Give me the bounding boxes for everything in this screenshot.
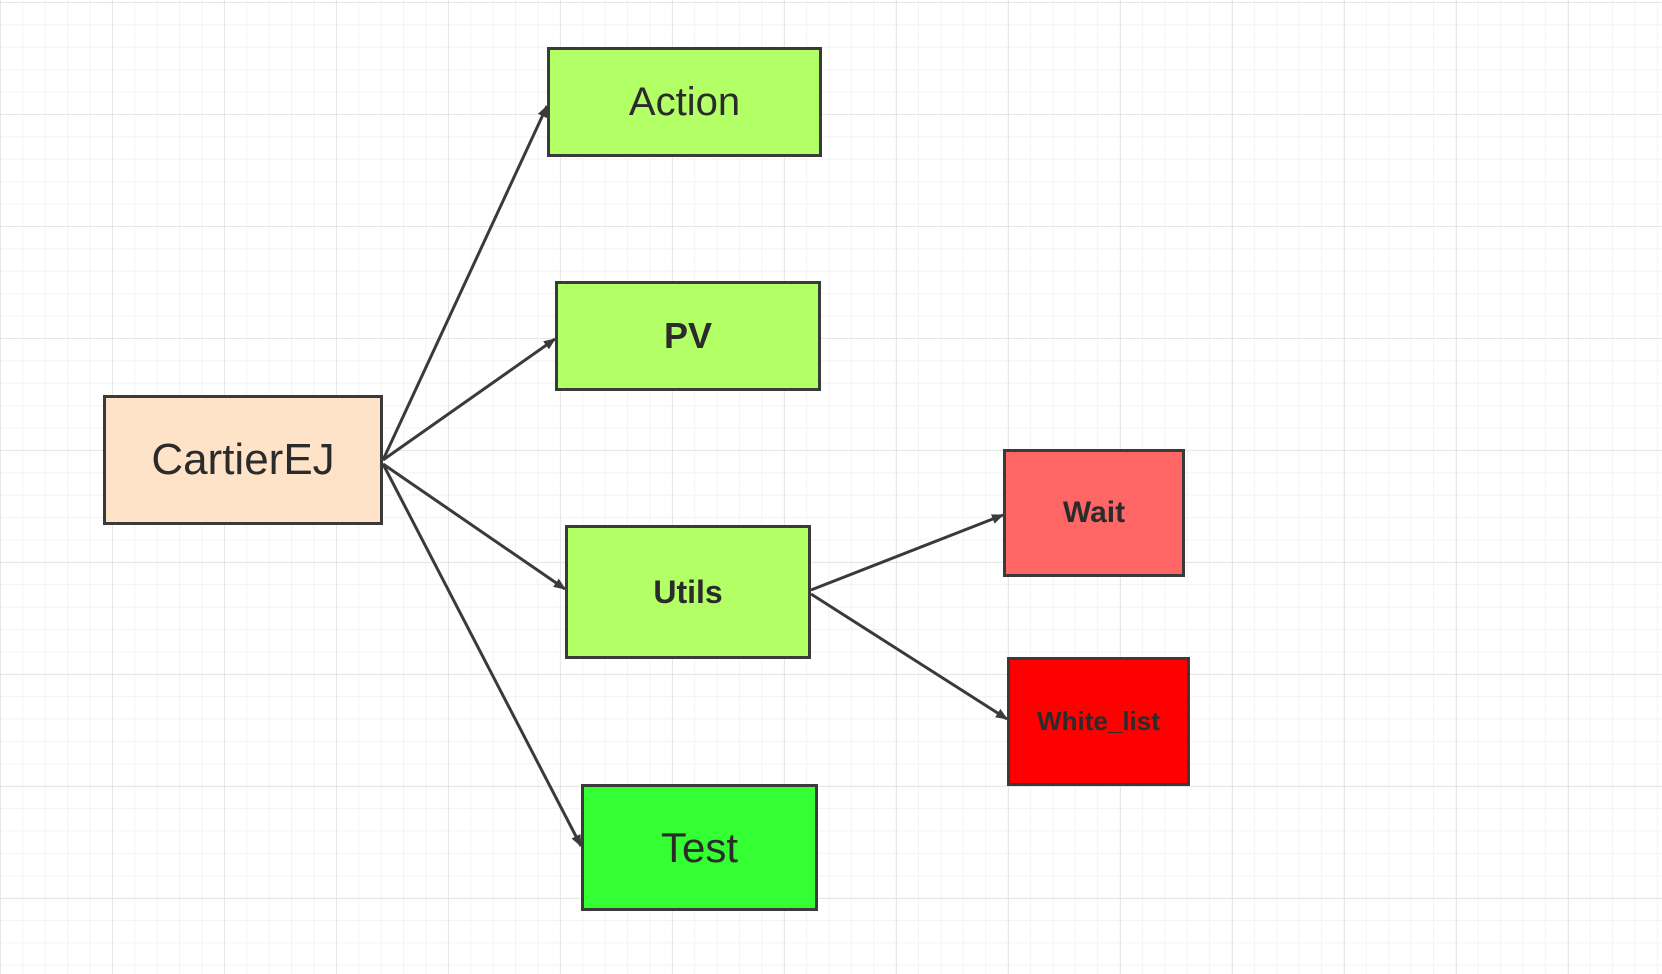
node-action-label: Action	[628, 79, 741, 124]
node-wait-label: Wait	[1062, 496, 1126, 529]
edge-cartierej-to-action	[381, 105, 549, 461]
edge-utils-to-whitelist	[810, 592, 1008, 721]
node-test-label: Test	[660, 823, 739, 871]
node-pv-label: PV	[663, 315, 713, 356]
node-test[interactable]: Test	[581, 784, 818, 911]
node-cartierej[interactable]: CartierEJ	[103, 395, 383, 525]
edge-cartierej-to-pv	[382, 337, 556, 462]
node-wait[interactable]: Wait	[1003, 449, 1185, 577]
edge-cartierej-to-test	[381, 463, 583, 847]
node-cartierej-label: CartierEJ	[151, 435, 335, 484]
node-utils-label: Utils	[653, 573, 723, 610]
edge-cartierej-to-utils	[382, 462, 566, 591]
node-pv[interactable]: PV	[555, 281, 821, 391]
node-utils[interactable]: Utils	[565, 525, 811, 659]
node-white-list[interactable]: White_list	[1007, 657, 1190, 786]
edge-utils-to-wait	[810, 513, 1004, 592]
node-action[interactable]: Action	[547, 47, 822, 157]
node-white-list-label: White_list	[1037, 706, 1160, 736]
